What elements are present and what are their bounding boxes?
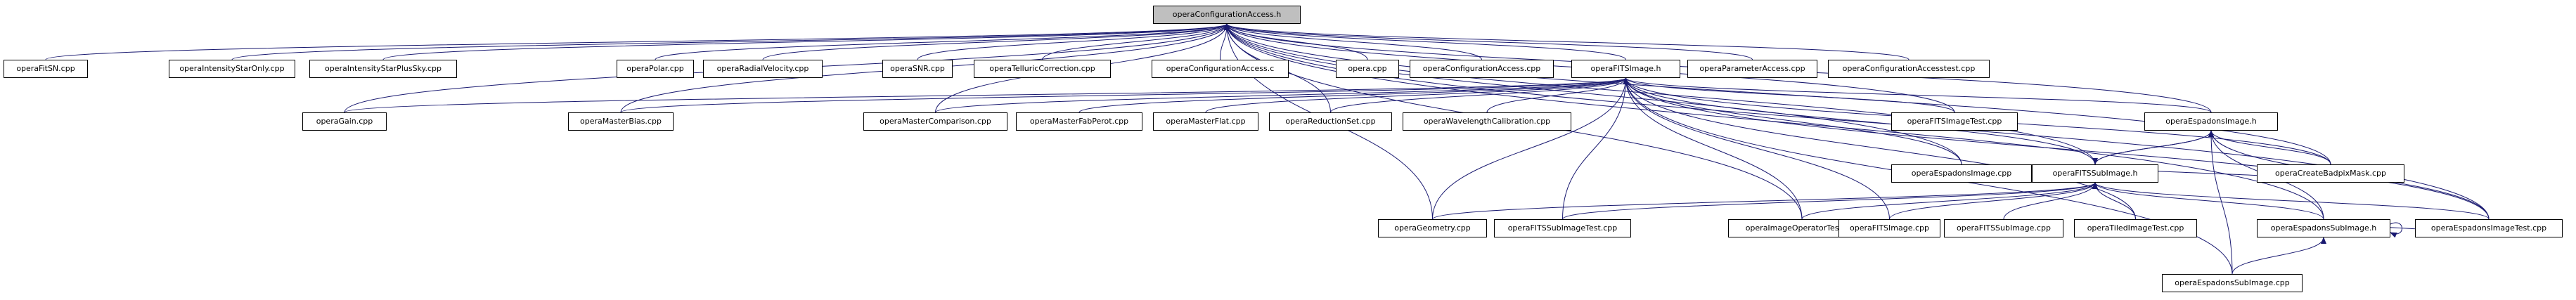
edge-ConfigurationAccess_h-to-FITSSubImage_h [1224,23,2096,165]
edge-ConfigurationAccess_h-to-RadialVelocity_cpp [762,23,1230,60]
node-operamastercomparison-cpp[interactable]: operaMasterComparison.cpp [863,112,1007,131]
node-operaconfigurationaccess-h[interactable]: operaConfigurationAccess.h [1153,6,1301,24]
node-operamasterbias-cpp[interactable]: operaMasterBias.cpp [568,112,674,131]
node-operaconfigurationaccesstest-cpp[interactable]: operaConfigurationAccesstest.cpp [1828,60,1990,78]
edge-FITSSubImage_h-to-ImageOperatorTest_cpp [1801,182,2098,220]
node-operafitsimage-h[interactable]: operaFITSImage.h [1571,60,1680,78]
node-operaintensitystarplussky-cpp[interactable]: operaIntensityStarPlusSky.cpp [309,60,457,78]
edge-FITSImage_h-to-FITSSubImage_h [1623,77,2096,165]
edge-FITSImage_h-to-ImageOperatorTest_cpp [1623,77,1803,220]
edge-FITSSubImage_h-to-Geometry_cpp [1432,182,2098,220]
node-operaespadonssubimage-cpp[interactable]: operaEspadonsSubImage.cpp [2162,274,2303,292]
edge-FITSImage_h-to-EspadonsImageTest_cpp [1623,77,2490,220]
node-operafitssubimagetest-cpp[interactable]: operaFITSSubImageTest.cpp [1494,219,1631,237]
edge-EspadonsImage_h-to-CreateBadpixMask_cpp [2208,130,2331,165]
edge-FITSSubImage_h-to-EspadonsImageTest_cpp [2092,182,2490,220]
edge-ConfigurationAccess_h-to-EspadonsImageTest_cpp [1224,23,2490,220]
node-operaradialvelocity-cpp[interactable]: operaRadialVelocity.cpp [703,60,823,78]
edge-ConfigurationAccess_h-to-ParameterAccess_cpp [1224,23,1753,60]
node-operaespadonsimagetest-cpp[interactable]: operaEspadonsImageTest.cpp [2415,219,2563,237]
node-operafitssubimage-h[interactable]: operaFITSSubImage.h [2032,164,2158,183]
node-operamasterfabperot-cpp[interactable]: operaMasterFabPerot.cpp [1016,112,1142,131]
edge-ConfigurationAccess_h-to-ConfigurationAccesstest_cpp [1224,23,1910,60]
node-operaimageoperatortest-cpp[interactable]: operaImageOperatorTest.cpp [1728,219,1876,237]
edge-FITSImage_h-to-EspadonsImage_cpp [1623,77,1962,165]
edge-EspadonsImage_h-to-EspadonsSubImage_cpp [2208,130,2233,275]
edge-ConfigurationAccess_h-to-TelluricCorrection_cpp [1042,23,1230,60]
edge-FITSSubImage_h-to-EspadonsSubImage_h [2092,182,2324,220]
node-operaespadonsimage-h[interactable]: operaEspadonsImage.h [2144,112,2278,131]
edge-FITSImage_h-to-MasterComparison_cpp [935,77,1629,113]
edge-ConfigurationAccess_h-to-SNR_cpp [917,23,1230,60]
node-opera-cpp[interactable]: opera.cpp [1336,60,1399,78]
edge-ConfigurationAccess_h-to-FITSImage_h [1224,23,1626,60]
edge-ConfigurationAccess_h-to-ConfigurationAccess_cpp [1224,23,1482,60]
edge-FITSImage_h-to-Gain_cpp [344,77,1628,113]
edge-ConfigurationAccess_h-to-EspadonsImage_cpp [1224,23,1962,165]
node-operacreatebadpixmask-cpp[interactable]: operaCreateBadpixMask.cpp [2257,164,2404,183]
edge-FITSImage_h-to-MasterFabPerot_cpp [1078,77,1629,113]
edge-FITSImage_h-to-WavelengthCalibration_cpp [1486,77,1629,113]
edge-FITSImage_h-to-FITSImage_cpp [1623,77,1890,220]
node-operaespadonsimage-cpp[interactable]: operaEspadonsImage.cpp [1891,164,2032,183]
node-operafitsn-cpp[interactable]: operaFitSN.cpp [4,60,88,78]
node-operafitsimagetest-cpp[interactable]: operaFITSImageTest.cpp [1891,112,2018,131]
edge-FITSImage_h-to-MasterBias_cpp [620,77,1628,113]
node-operagain-cpp[interactable]: operaGain.cpp [302,112,387,131]
edge-FITSImage_h-to-Geometry_cpp [1432,77,1629,220]
node-operatiledimagetest-cpp[interactable]: operaTiledImageTest.cpp [2074,219,2197,237]
edge-ConfigurationAccess_h-to-CreateBadpixMask_cpp [1224,23,2331,165]
node-operasnr-cpp[interactable]: operaSNR.cpp [882,60,953,78]
node-operaconfigurationaccess-c[interactable]: operaConfigurationAccess.c [1152,60,1289,78]
edge-ConfigurationAccess_h-to-IntensityStarOnly_cpp [231,23,1230,60]
node-operafitssubimage-cpp[interactable]: operaFITSSubImage.cpp [1944,219,2063,237]
node-operageometry-cpp[interactable]: operaGeometry.cpp [1378,219,1487,237]
edge-ConfigurationAccess_h-to-FitSN_cpp [45,23,1230,60]
edge-ConfigurationAccess_h-to-IntensityStarPlusSky_cpp [382,23,1230,60]
edge-FITSImage_h-to-EspadonsImage_h [1623,77,2212,113]
node-operapolar-cpp[interactable]: operaPolar.cpp [617,60,694,78]
node-operafitsimage-cpp[interactable]: operaFITSImage.cpp [1838,219,1940,237]
node-operatelluriccorrection-cpp[interactable]: operaTelluricCorrection.cpp [974,60,1111,78]
node-operaconfigurationaccess-cpp[interactable]: operaConfigurationAccess.cpp [1410,60,1554,78]
node-operareductionset-cpp[interactable]: operaReductionSet.cpp [1269,112,1392,131]
edge-ConfigurationAccess_h-to-Polar_cpp [655,23,1230,60]
node-operaparameteraccess-cpp[interactable]: operaParameterAccess.cpp [1687,60,1817,78]
edge-FITSImage_h-to-ReductionSet_cpp [1330,77,1629,113]
edge-FITSSubImage_h-to-FITSSubImageTest_cpp [1562,182,2098,220]
edge-FITSImage_h-to-TiledImageTest_cpp [1623,77,2136,220]
node-operaintensitystaronly-cpp[interactable]: operaIntensityStarOnly.cpp [169,60,295,78]
node-operawavelengthcalibration-cpp[interactable]: operaWavelengthCalibration.cpp [1403,112,1571,131]
edge-EspadonsSubImage_h-to-EspadonsSubImage_cpp [2232,237,2326,275]
edge-FITSSubImage_h-to-FITSSubImage_cpp [2003,182,2098,220]
edge-FITSImage_h-to-FITSImageTest_cpp [1623,77,1955,113]
edge-FITSSubImage_h-to-EspadonsImage_h [2092,130,2212,165]
edge-FITSSubImage_h-to-FITSImage_cpp [1889,182,2098,220]
edge-FITSImage_h-to-MasterFlat_cpp [1205,77,1629,113]
edge-FITSImage_h-to-FITSSubImageTest_cpp [1562,77,1629,220]
node-operaespadonssubimage-h[interactable]: operaEspadonsSubImage.h [2257,219,2390,237]
node-operamasterflat-cpp[interactable]: operaMasterFlat.cpp [1153,112,1258,131]
